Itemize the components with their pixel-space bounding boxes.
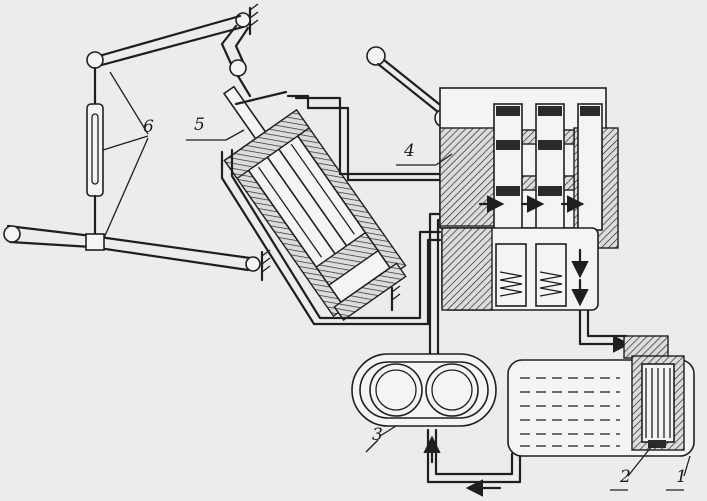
label-valve: 4 <box>403 141 415 161</box>
label-tank: 1 <box>676 467 687 487</box>
label-pump: 3 <box>372 425 383 445</box>
turnbuckle <box>86 66 104 238</box>
hydraulic-lines <box>220 94 631 497</box>
hydraulic-cylinder: 5 <box>186 85 407 321</box>
rocker-link <box>220 24 252 98</box>
valve-spools <box>493 103 603 231</box>
linkage-leader-lines <box>102 71 149 239</box>
control-valve: 4 <box>366 46 619 311</box>
oil-level-dashes <box>520 377 620 447</box>
label-filter: 2 <box>619 467 631 487</box>
linkage-mechanism: 6 <box>3 3 271 282</box>
valve-springs <box>495 243 567 307</box>
label-cylinder: 5 <box>194 115 205 135</box>
label-linkage: 6 <box>143 117 154 137</box>
lower-arm <box>3 224 271 282</box>
filter-element <box>631 355 685 451</box>
gear-pump: 3 <box>351 353 497 453</box>
upper-arm <box>86 14 245 69</box>
oil-tank: 2 1 <box>507 335 695 491</box>
